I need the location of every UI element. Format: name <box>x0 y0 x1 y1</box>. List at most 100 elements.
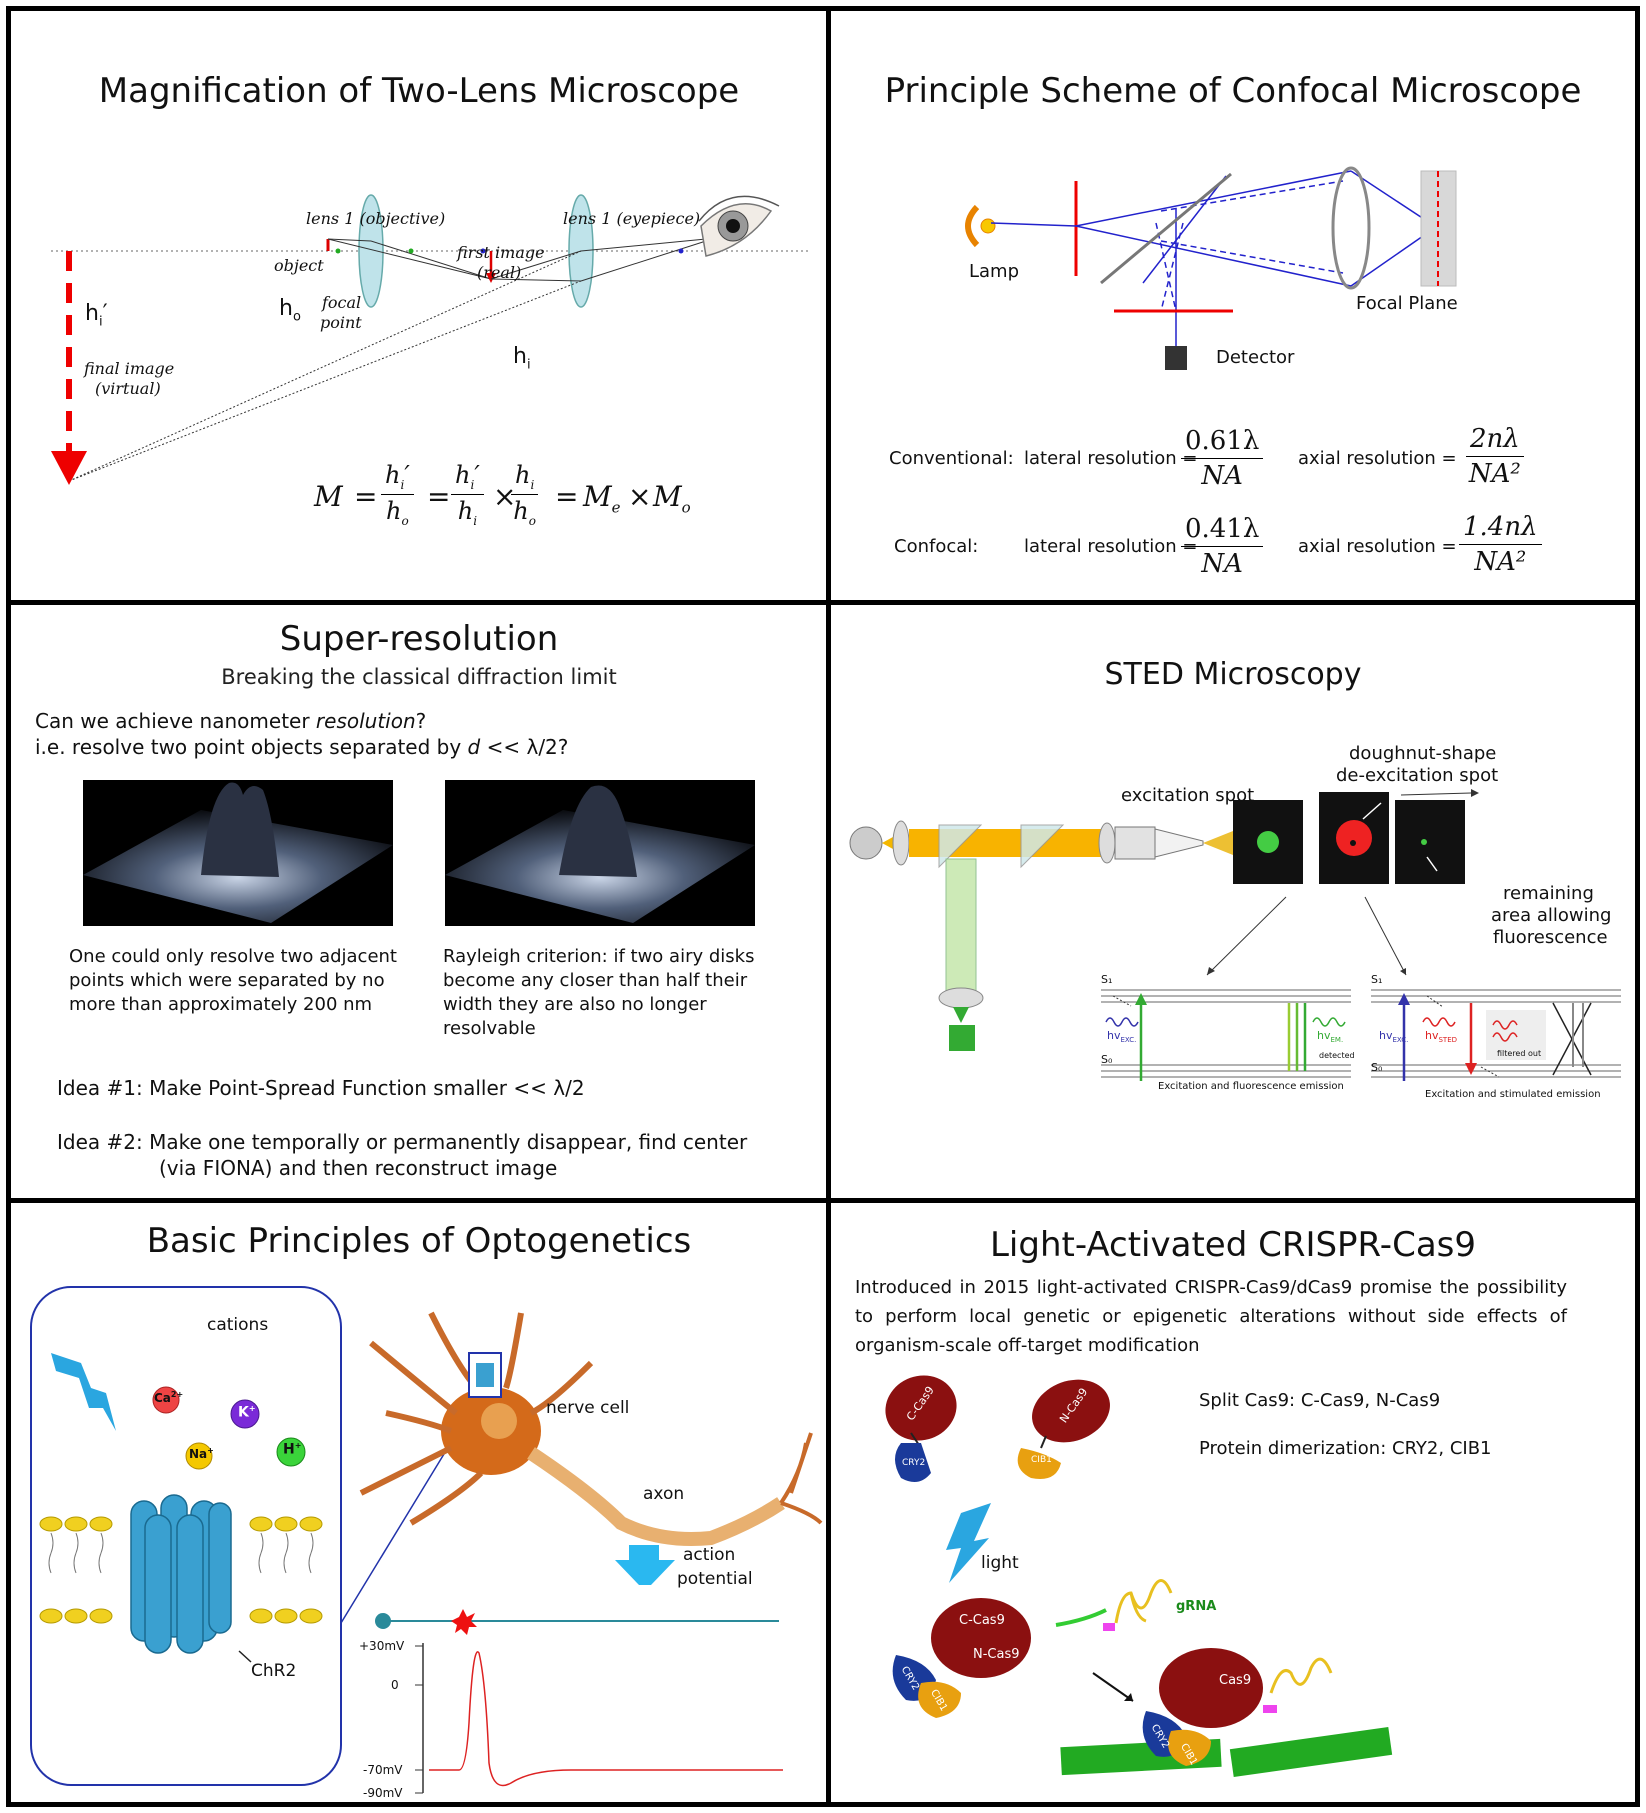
filtered-out-label: filtered out <box>1497 1049 1542 1058</box>
remaining-label-2: area allowing <box>1491 905 1612 926</box>
mv-plus30: +30mV <box>359 1639 405 1653</box>
split-cas9-text: Split Cas9: C-Cas9, N-Cas9 <box>1199 1390 1441 1411</box>
hv-sted: hvSTED <box>1425 1029 1458 1045</box>
lamp-icon <box>980 218 996 234</box>
axon-label: axon <box>643 1484 685 1504</box>
crispr-diagram <box>885 1375 1393 1777</box>
airy-disk-images <box>83 780 755 926</box>
lens1-objective-label: lens 1 (objective) <box>306 209 446 228</box>
c-cas9-label-bottom: C-Cas9 <box>959 1613 1005 1628</box>
remaining-spot-image <box>1395 800 1465 884</box>
n-cas9-label-bottom: N-Cas9 <box>973 1647 1020 1662</box>
action-potential-label-1: action <box>683 1545 736 1565</box>
cry2-label-top: CRY2 <box>902 1458 926 1468</box>
first-image-real-label: (real) <box>477 263 522 282</box>
intro-text: Introduced in 2015 light-activated CRISP… <box>855 1277 1567 1356</box>
grna-label: gRNA <box>1176 1599 1217 1614</box>
conv-lateral-label: lateral resolution = <box>1024 448 1198 469</box>
objective-lens <box>358 194 384 308</box>
panel-super-resolution: Super-resolution Breaking the classical … <box>6 600 832 1204</box>
confocal-label: Confocal: <box>894 536 979 557</box>
ho-label: ho <box>279 296 301 325</box>
panel3-subtitle: Breaking the classical diffraction limit <box>221 665 617 689</box>
panel1-title: Magnification of Two-Lens Microscope <box>98 71 740 111</box>
panel-two-lens-magnification: Magnification of Two-Lens Microscope <box>6 6 832 606</box>
diagram2-caption: Excitation and stimulated emission <box>1425 1089 1601 1100</box>
conf-axial-label: axial resolution = <box>1298 536 1457 557</box>
light-bolt-icon <box>946 1503 991 1583</box>
focal-point-label: focal <box>322 293 362 312</box>
detector-icon <box>1165 346 1187 370</box>
panel-crispr-cas9: Light-Activated CRISPR-Cas9 Introduced i… <box>826 1198 1640 1807</box>
hi-label: hi <box>513 344 531 373</box>
hv-em: hvEM. <box>1317 1029 1344 1045</box>
excitation-spot-label: excitation spot <box>1121 785 1255 806</box>
focal-plane-label: Focal Plane <box>1356 293 1458 314</box>
two-lens-diagram <box>51 194 811 485</box>
remaining-label-1: remaining <box>1503 883 1594 904</box>
neuron-illustration <box>359 1311 823 1546</box>
panel6-title: Light-Activated CRISPR-Cas9 <box>989 1225 1476 1265</box>
beam-splitter <box>1100 172 1232 285</box>
hv-exc-left: hvEXC. <box>1107 1029 1137 1045</box>
slide-grid: Magnification of Two-Lens Microscope <box>6 6 1640 1807</box>
k-ion: K+ <box>238 1404 256 1421</box>
s0-label-left: S₀ <box>1101 1053 1113 1066</box>
panel5-title: Basic Principles of Optogenetics <box>146 1221 692 1261</box>
light-bolt-icon <box>51 1353 116 1431</box>
hv-exc-right: hvEXC. <box>1379 1029 1409 1045</box>
nerve-cell-label: nerve cell <box>546 1398 630 1418</box>
lamp-label: Lamp <box>969 261 1020 282</box>
na-ion: Na+ <box>189 1446 214 1461</box>
optogenetics-diagram <box>30 1286 823 1794</box>
membrane <box>39 1516 323 1624</box>
idea-2-line-1: Idea #2: Make one temporally or permanen… <box>57 1130 748 1154</box>
cas9-label: Cas9 <box>1219 1673 1252 1688</box>
lens1-eyepiece-label: lens 1 (eyepiece) <box>563 209 701 228</box>
doughnut-label-2: de-excitation spot <box>1336 765 1499 786</box>
specimen-block <box>1420 170 1457 287</box>
sted-diagram <box>849 789 1621 1081</box>
cib1-label-top: CIB1 <box>1031 1455 1052 1465</box>
objective-lens <box>1331 166 1371 290</box>
ca-ion: Ca2+ <box>154 1390 184 1405</box>
detector-label: Detector <box>1216 347 1295 368</box>
chr2-channel <box>130 1494 232 1654</box>
conf-lateral-label: lateral resolution = <box>1024 536 1198 557</box>
chr2-label: ChR2 <box>251 1661 297 1681</box>
caption-left: One could only resolve two adjacent poin… <box>69 946 397 1015</box>
focal-point-label-2: point <box>320 313 362 332</box>
question-line-2: i.e. resolve two point objects separated… <box>35 735 569 759</box>
confocal-diagram <box>965 166 1457 370</box>
panel-confocal-microscope: Principle Scheme of Confocal Microscope … <box>826 6 1640 606</box>
conv-axial-label: axial resolution = <box>1298 448 1457 469</box>
action-potential-plot <box>375 1609 783 1794</box>
s1-label-left: S₁ <box>1101 973 1113 986</box>
mv-minus90: -90mV <box>363 1786 403 1800</box>
diagram1-caption: Excitation and fluorescence emission <box>1158 1081 1344 1092</box>
conventional-label: Conventional: <box>889 448 1014 469</box>
idea-2-line-2: (via FIONA) and then reconstruct image <box>159 1156 558 1180</box>
question-line-1: Can we achieve nanometer resolution? <box>35 709 427 733</box>
dimerization-text: Protein dimerization: CRY2, CIB1 <box>1199 1438 1492 1459</box>
panel3-title: Super-resolution <box>279 619 559 659</box>
detected-label: detected <box>1319 1051 1355 1060</box>
final-image-label: final image <box>84 359 175 378</box>
cations-label: cations <box>207 1315 269 1335</box>
s0-label-right: S₀ <box>1371 1061 1383 1074</box>
final-image-virtual-label: (virtual) <box>95 379 161 398</box>
panel-sted: STED Microscopy <box>826 600 1640 1204</box>
mv-zero: 0 <box>391 1678 399 1692</box>
panel4-title: STED Microscopy <box>1104 657 1362 692</box>
detector-square <box>949 1025 975 1051</box>
hi-prime-label: hi′ <box>85 301 108 330</box>
channel-inset-frame <box>30 1286 342 1786</box>
eye-icon <box>698 195 780 257</box>
caption-right: Rayleigh criterion: if two airy disks be… <box>443 946 755 1039</box>
action-potential-label-2: potential <box>677 1569 753 1589</box>
lamp-reflector-icon <box>965 204 980 248</box>
panel-optogenetics: Basic Principles of Optogenetics <box>6 1198 832 1807</box>
